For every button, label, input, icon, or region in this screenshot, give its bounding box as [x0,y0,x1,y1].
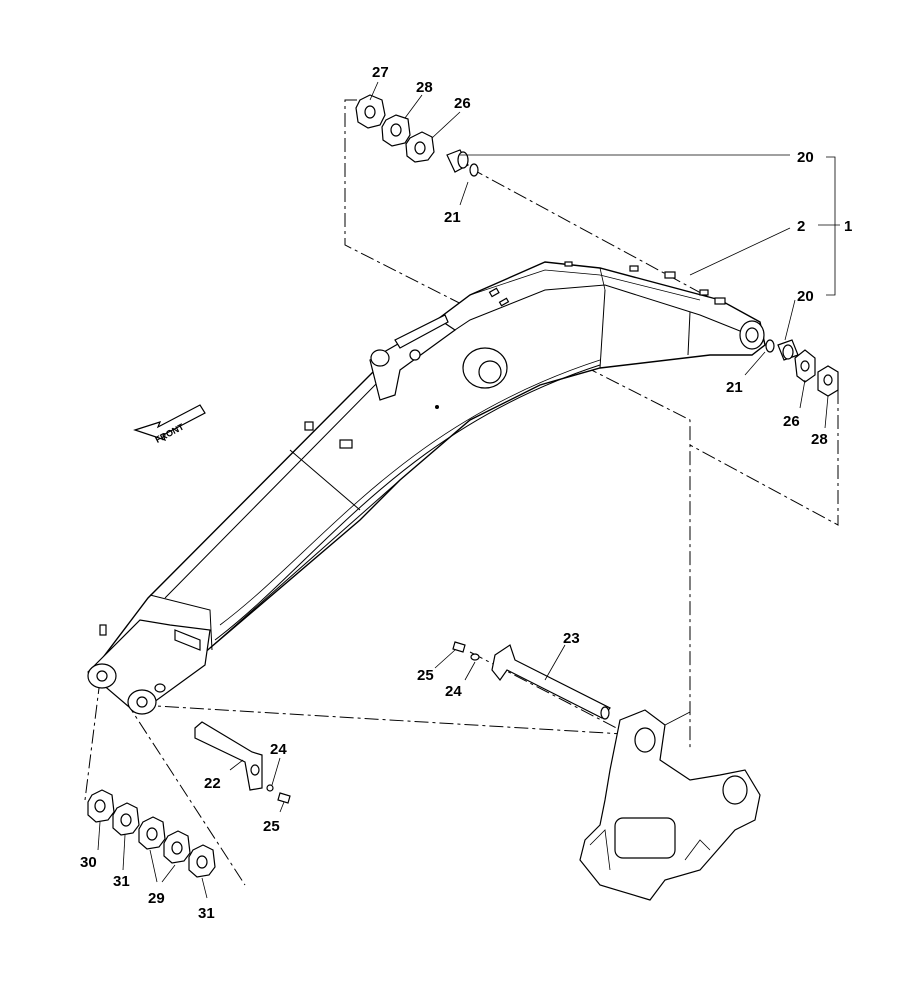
callout-28-top: 28 [416,79,433,96]
bucket-pin-22 [194,721,291,804]
lower-left-washers [87,789,216,878]
assembly-guide-lines [84,99,839,891]
arm-bracket [579,709,761,901]
callout-25-lower: 25 [263,818,280,835]
callout-30: 30 [80,854,97,871]
callout-27: 27 [372,64,389,81]
front-direction-arrow: FRONT [133,404,206,445]
callout-1: 1 [844,218,852,235]
callout-21-right: 21 [726,379,743,396]
boom-assembly [87,261,766,715]
upper-pin-parts [355,94,479,177]
callout-31-right: 31 [198,905,215,922]
callout-2: 2 [797,218,805,235]
callout-31-left: 31 [113,873,130,890]
callout-20-top: 20 [797,149,814,166]
callout-23: 23 [563,630,580,647]
callout-25-upper: 25 [417,667,434,684]
callout-20-right: 20 [797,288,814,305]
callout-22: 22 [204,775,221,792]
callout-28-right: 28 [811,431,828,448]
callout-29: 29 [148,890,165,907]
callout-numbers: 27 28 26 20 21 2 1 20 21 26 28 23 25 24 … [80,64,852,922]
callout-24-lower: 24 [270,741,287,758]
callout-26-top: 26 [454,95,471,112]
leader-lines [97,81,840,899]
arm-pin-23 [452,641,611,720]
callout-24-upper: 24 [445,683,462,700]
callout-21-top: 21 [444,209,461,226]
callout-26-right: 26 [783,413,800,430]
right-pin-parts [765,339,839,397]
